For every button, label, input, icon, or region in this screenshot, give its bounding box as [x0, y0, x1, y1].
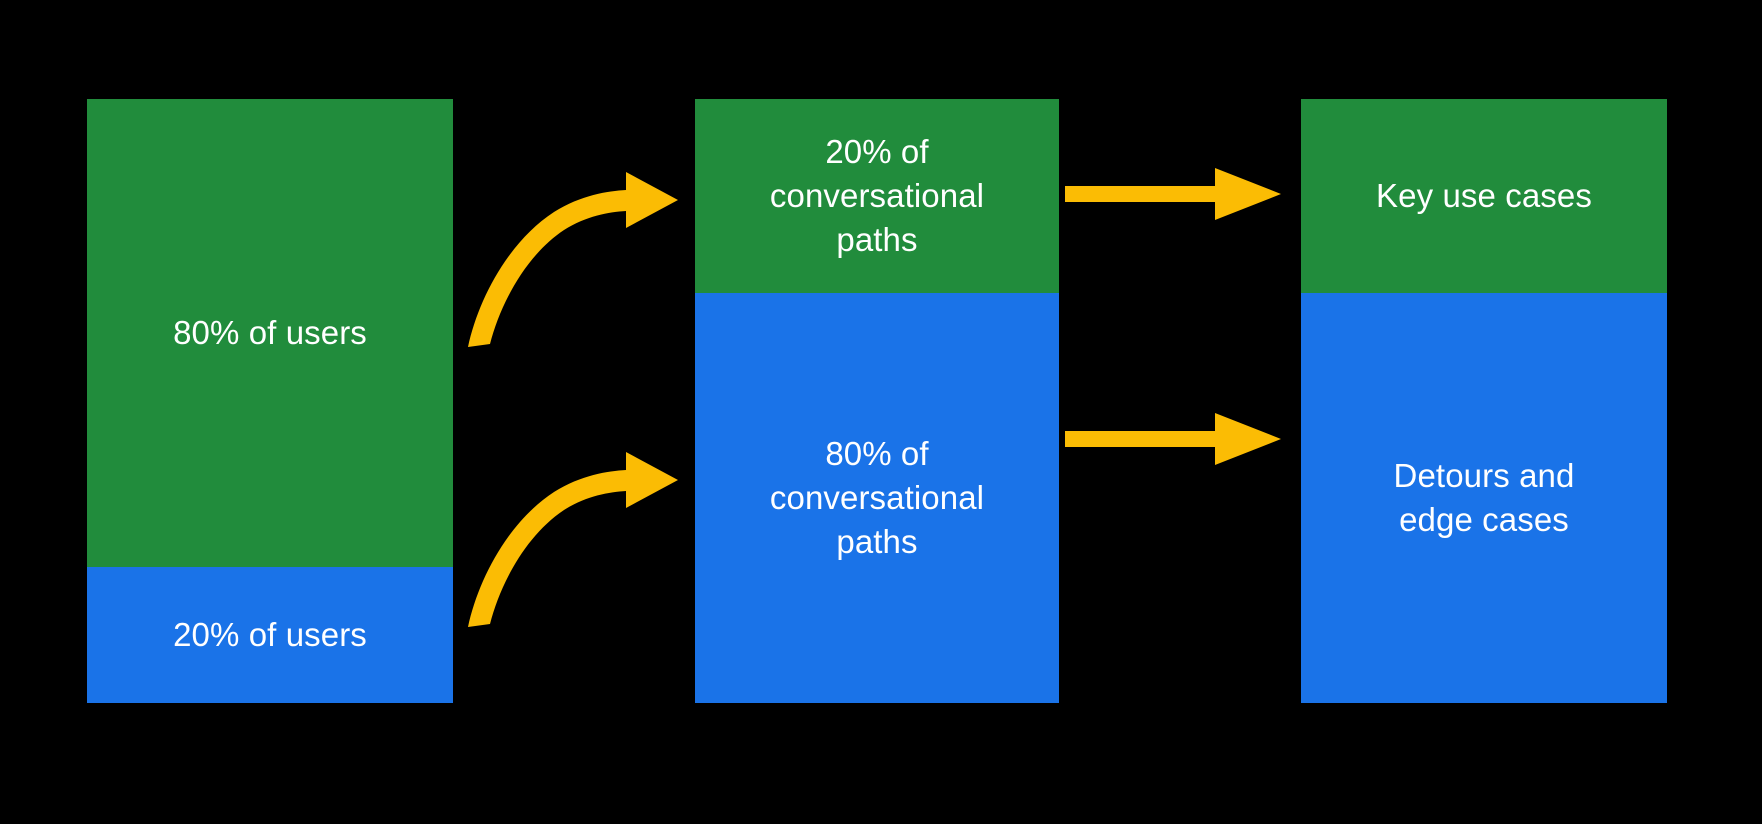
column-conversational-paths: 20% of conversational paths 80% of conve…: [695, 99, 1059, 703]
column-use-cases: Key use cases Detours and edge cases: [1301, 99, 1667, 703]
segment-cases-green-label: Key use cases: [1376, 177, 1592, 215]
segment-users-green: 80% of users: [87, 99, 453, 567]
straight-arrow-top-icon: [1065, 168, 1281, 220]
straight-arrow-bottom-icon: [1065, 413, 1281, 465]
segment-cases-blue: Detours and edge cases: [1301, 293, 1667, 703]
segment-paths-green: 20% of conversational paths: [695, 99, 1059, 293]
segment-cases-blue-label: Detours and edge cases: [1393, 457, 1575, 538]
segment-cases-green: Key use cases: [1301, 99, 1667, 293]
segment-paths-blue-label: 80% of conversational paths: [769, 435, 985, 560]
curved-arrow-top-icon: [468, 172, 678, 347]
segment-paths-blue: 80% of conversational paths: [695, 293, 1059, 703]
segment-users-green-label: 80% of users: [173, 314, 367, 352]
segment-users-blue: 20% of users: [87, 567, 453, 703]
segment-users-blue-label: 20% of users: [173, 616, 367, 654]
column-users: 80% of users 20% of users: [87, 99, 453, 703]
curved-arrow-bottom-icon: [468, 452, 678, 627]
segment-paths-green-label: 20% of conversational paths: [769, 133, 985, 258]
